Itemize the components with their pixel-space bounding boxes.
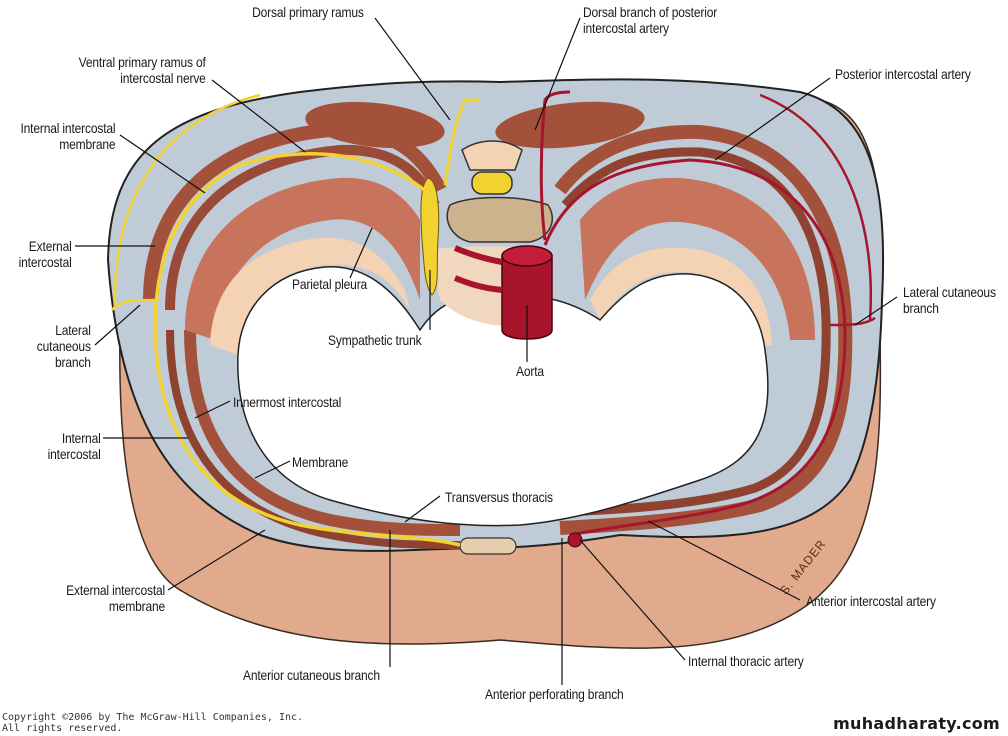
label-sympathetic-trunk: Sympathetic trunk [328,332,422,348]
label-line: intercostal artery [583,20,669,36]
spinous-process [461,140,523,171]
copyright-notice: Copyright ©2006 by The McGraw-Hill Compa… [2,712,303,734]
right-rib-layer [580,177,815,340]
label-line: branch [903,300,939,316]
posterior-intercostal-origins [453,245,503,293]
thoracic-cavity [237,266,769,527]
label-anterior-cutaneous-branch: Anterior cutaneous branch [243,667,380,683]
dorsal-ramus-nerve [443,98,480,186]
label-line: Lateral [55,322,91,338]
sympathetic-trunk [420,177,440,296]
label-line: membrane [58,136,115,152]
sternum [459,537,517,555]
internal-intercostal-lower [166,329,461,549]
label-line: External intercostal [66,582,165,598]
label-lateral-cutaneous-branch-left: Lateral cutaneous branch [37,322,91,370]
left-rib-layer [185,177,420,340]
label-anterior-intercostal-artery: Anterior intercostal artery [806,593,936,609]
label-line: Lateral cutaneous [903,284,996,300]
label-posterior-intercostal-artery: Posterior intercostal artery [835,66,971,82]
label-line: Ventral primary ramus of [78,54,206,70]
label-dorsal-branch-posterior-intercostal-artery: Dorsal branch of posterior intercostal a… [583,4,717,36]
right-erector-spinae [495,101,645,149]
posterior-intercostal-artery [543,158,847,537]
label-internal-intercostal-membrane: Internal intercostal membrane [20,120,115,152]
label-dorsal-primary-ramus: Dorsal primary ramus [252,4,364,20]
leader-lines [75,17,898,685]
label-line: intercostal [19,254,72,270]
label-transversus-thoracis: Transversus thoracis [445,489,553,505]
label-line: intercostal [48,446,101,462]
label-line: branch [55,354,91,370]
label-parietal-pleura: Parietal pleura [292,276,368,292]
lateral-cutaneous-nerve [111,93,261,311]
aorta-top [501,245,553,267]
label-innermost-intercostal: Innermost intercostal [233,394,342,410]
label-ventral-primary-ramus: Ventral primary ramus of intercostal ner… [79,54,206,86]
label-lateral-cutaneous-branch-right: Lateral cutaneous branch [903,284,996,316]
left-rib-bone [210,237,410,355]
label-membrane: Membrane [292,454,349,470]
spinal-cord [471,171,513,195]
label-internal-intercostal: Internal intercostal [48,430,101,462]
label-aorta: Aorta [516,363,544,379]
label-line: External [29,238,73,254]
label-line: Dorsal branch of posterior [583,4,718,20]
label-line: membrane [108,598,165,614]
vertebral-body [446,196,553,243]
label-external-intercostal-membrane: External intercostal membrane [66,582,165,614]
copyright-line: All rights reserved. [2,723,123,734]
label-line: Internal intercostal [20,120,115,136]
label-external-intercostal: External intercostal [19,238,72,270]
label-line: intercostal nerve [120,70,207,86]
dorsal-branch-artery [539,90,571,241]
label-line: cutaneous [36,338,91,354]
intercostal-nerve [153,152,461,547]
right-rib-bone [590,247,772,348]
copyright-line: Copyright ©2006 by The McGraw-Hill Compa… [2,712,304,723]
left-erector-spinae [305,101,445,149]
external-intercostal-muscle [143,122,447,301]
label-anterior-perforating-branch: Anterior perforating branch [485,686,624,702]
internal-thoracic-artery [567,532,583,548]
label-internal-thoracic-artery: Internal thoracic artery [688,653,804,669]
innermost-intercostal-muscle [184,329,461,536]
watermark: muhadharaty.com [833,714,1000,733]
right-internal-intercostal [559,147,831,517]
label-line: Internal [62,430,101,446]
